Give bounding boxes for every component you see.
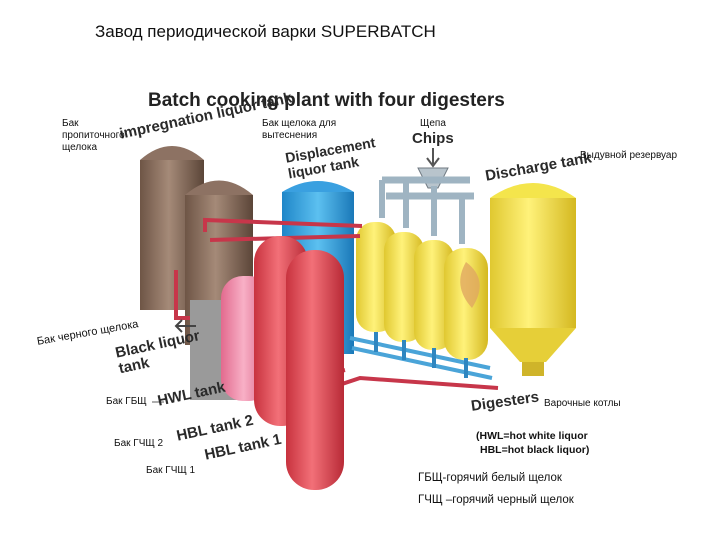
bottom-manifold bbox=[349, 332, 493, 380]
digester-4 bbox=[444, 248, 488, 360]
top-manifold bbox=[379, 176, 474, 244]
discharge-tank bbox=[490, 183, 576, 376]
definition-gbshch: ГБЩ-горячий белый щелок bbox=[418, 472, 562, 484]
hwl-tank bbox=[286, 250, 344, 490]
legend-hbl: HBL=hot black liquor) bbox=[480, 444, 590, 456]
outflow-arrow bbox=[174, 319, 196, 333]
label-ru-hbl-tank-1: Бак ГЧЩ 1 bbox=[146, 465, 196, 476]
label-en-chips: Chips bbox=[412, 130, 454, 147]
definition-gchshch: ГЧЩ –горячий черный щелок bbox=[418, 494, 574, 506]
label-ru-displacement-tank: Бак щелока для вытеснения bbox=[262, 118, 337, 141]
legend-hwl: (HWL=hot white liquor bbox=[476, 430, 588, 442]
label-ru-digesters: Варочные котлы bbox=[544, 398, 621, 409]
label-ru-hbl-tank-2: Бак ГЧЩ 2 bbox=[114, 438, 164, 449]
label-ru-impregnation-tank: Бак пропиточного щелока bbox=[62, 118, 125, 153]
label-ru-discharge-tank: Выдувной резервуар bbox=[580, 150, 678, 161]
english-diagram-title: Batch cooking plant with four digesters bbox=[148, 90, 505, 111]
label-ru-chips: Щепа bbox=[420, 118, 446, 129]
slide-title: Завод периодической варки SUPERBATCH bbox=[95, 22, 436, 41]
label-ru-hwl-tank: Бак ГБЩ bbox=[106, 396, 147, 407]
